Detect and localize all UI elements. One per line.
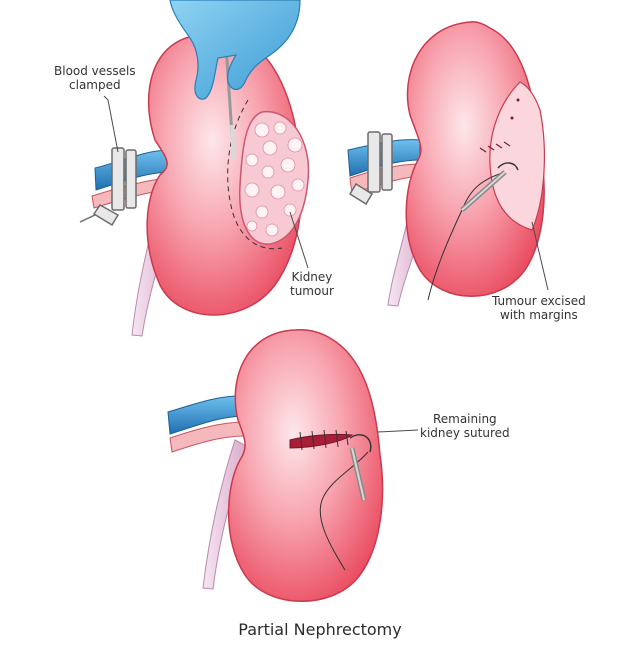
panel-kidney-sutured [167,329,419,602]
kidney [227,329,384,602]
label-blood-vessels-clamped: Blood vessels clamped [54,64,136,92]
suture-needle [497,162,519,171]
figure-caption: Partial Nephrectomy [238,620,402,639]
label-line: kidney sutured [420,426,510,440]
panel-tumour-excised [347,21,549,307]
vascular-clamp [348,131,393,206]
excision-margin [227,99,283,250]
leader-clamp [103,95,119,153]
scalpel-blade [230,124,236,161]
tumour-nodules [244,121,305,237]
leader-tumour [289,211,309,269]
leader-excised [531,221,549,291]
label-kidney-tumour: Kidney tumour [290,270,334,298]
suture-stitches [299,429,349,451]
cut-edge-stitches [479,141,511,153]
suture-needle [349,434,372,453]
excision-site [489,81,545,231]
vascular-clamp [79,147,137,227]
label-line: Kidney [291,270,333,284]
panel-clamped-vessels [79,0,310,337]
surgeon-glove [169,0,301,100]
suture-thread [319,451,369,571]
label-line: with margins [499,308,578,322]
kidney [405,21,545,297]
kidney [146,33,303,316]
label-line: Tumour excised [492,294,586,308]
label-line: tumour [290,284,334,298]
label-line: Remaining [432,412,497,426]
leader-sutured [377,429,419,433]
suture-thread [427,171,506,301]
label-remaining-kidney-sutured: Remaining kidney sutured [420,412,510,440]
label-line: clamped [69,78,121,92]
label-line: Blood vessels [54,64,136,78]
label-tumour-excised: Tumour excised with margins [492,294,586,322]
